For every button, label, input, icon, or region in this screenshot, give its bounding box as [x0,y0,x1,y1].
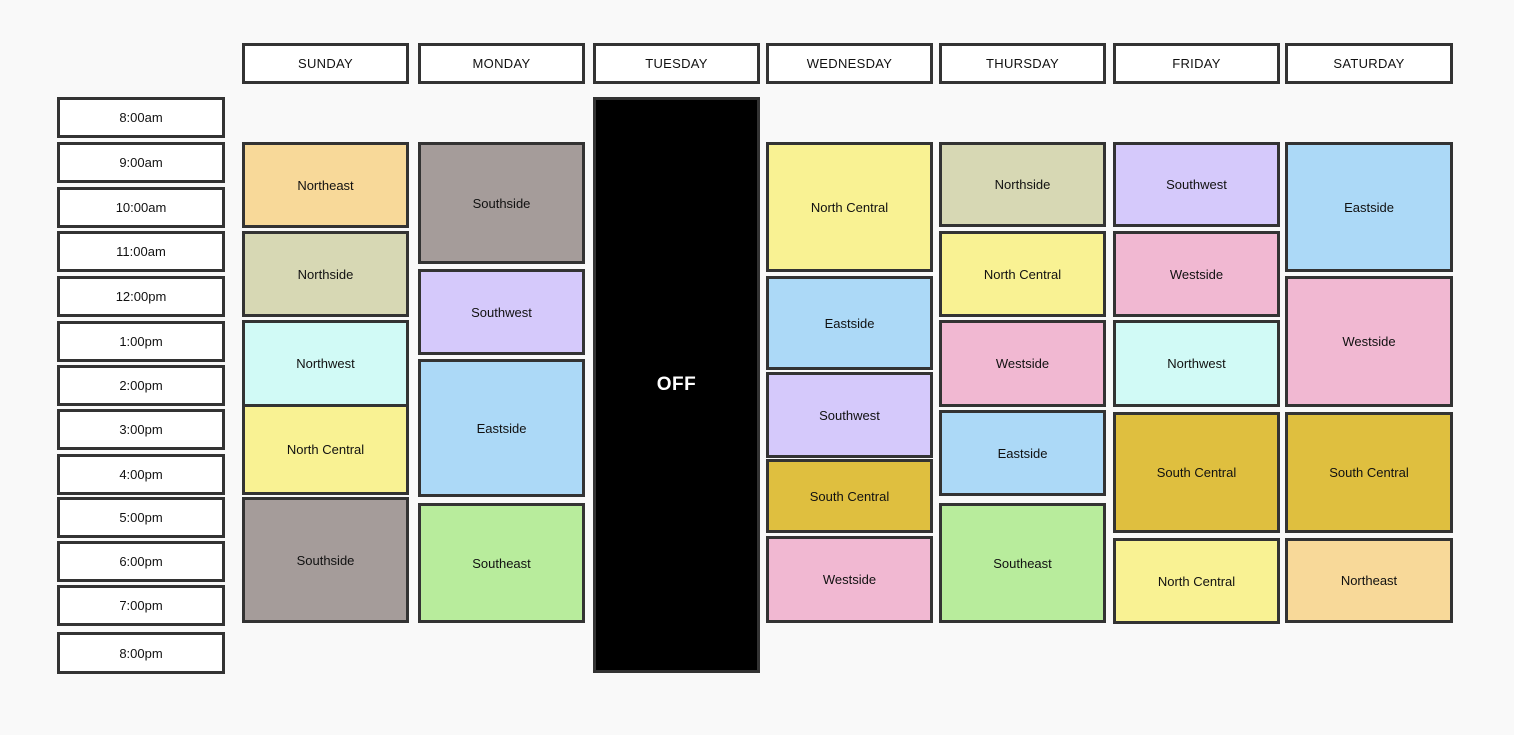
time-label: 7:00pm [57,585,225,626]
schedule-block[interactable]: North Central [766,142,933,272]
time-label: 5:00pm [57,497,225,538]
time-label: 2:00pm [57,365,225,406]
schedule-block[interactable]: Westside [1113,231,1280,317]
tuesday-off-block: OFF [593,97,760,673]
time-label: 12:00pm [57,276,225,317]
time-label: 1:00pm [57,321,225,362]
time-label: 3:00pm [57,409,225,450]
schedule-block[interactable]: Southside [418,142,585,264]
schedule-block[interactable]: Eastside [939,410,1106,496]
schedule-block[interactable]: Southwest [766,372,933,458]
schedule-block[interactable]: Westside [939,320,1106,407]
schedule-block[interactable]: Southwest [1113,142,1280,227]
time-label: 8:00pm [57,632,225,674]
time-label: 9:00am [57,142,225,183]
header-tuesday: TUESDAY [593,43,760,84]
schedule-block[interactable]: Southeast [418,503,585,623]
time-label: 11:00am [57,231,225,272]
schedule-block[interactable]: Northwest [1113,320,1280,407]
schedule-block[interactable]: Southwest [418,269,585,355]
schedule-block[interactable]: Northeast [242,142,409,228]
schedule-block[interactable]: Southside [242,497,409,623]
schedule-block[interactable]: Northside [242,231,409,317]
header-saturday: SATURDAY [1285,43,1453,84]
time-label: 4:00pm [57,454,225,495]
header-thursday: THURSDAY [939,43,1106,84]
schedule-block[interactable]: North Central [242,404,409,495]
schedule-block[interactable]: Northeast [1285,538,1453,623]
schedule-block[interactable]: North Central [939,231,1106,317]
schedule-block[interactable]: South Central [766,459,933,533]
schedule-block[interactable]: Eastside [766,276,933,370]
time-label: 6:00pm [57,541,225,582]
schedule-block[interactable]: South Central [1285,412,1453,533]
schedule-block[interactable]: Eastside [418,359,585,497]
schedule-block[interactable]: Northwest [242,320,409,407]
header-friday: FRIDAY [1113,43,1280,84]
header-wednesday: WEDNESDAY [766,43,933,84]
schedule-block[interactable]: Westside [1285,276,1453,407]
schedule-block[interactable]: Northside [939,142,1106,227]
schedule-block[interactable]: North Central [1113,538,1280,624]
time-label: 8:00am [57,97,225,138]
header-monday: MONDAY [418,43,585,84]
schedule-block[interactable]: South Central [1113,412,1280,533]
schedule-block[interactable]: Westside [766,536,933,623]
header-sunday: SUNDAY [242,43,409,84]
time-label: 10:00am [57,187,225,228]
schedule-block[interactable]: Eastside [1285,142,1453,272]
schedule-block[interactable]: Southeast [939,503,1106,623]
